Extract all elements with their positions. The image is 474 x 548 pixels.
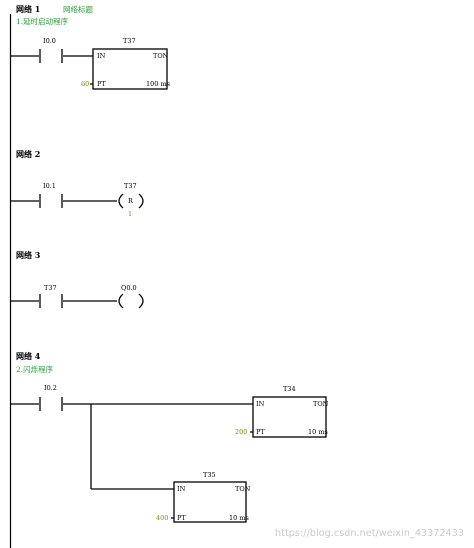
- coil-reset-op: R: [128, 197, 134, 205]
- timer-t35-pt-label: PT: [177, 514, 186, 522]
- coil-q0-0[interactable]: [118, 293, 144, 309]
- timer-t37-name: T37: [123, 37, 136, 45]
- network-1-title[interactable]: 网络标题: [63, 4, 93, 14]
- timer-t34-type: TON: [313, 400, 329, 408]
- contact-i0-0-address: I0.0: [43, 37, 56, 45]
- timer-t35-timebase: 10 ms: [229, 514, 249, 522]
- timer-t34-name: T34: [283, 385, 296, 393]
- network-1-comment[interactable]: 1.延时启动程序: [16, 16, 69, 26]
- timer-t34-box[interactable]: [252, 396, 327, 438]
- timer-t34-preset[interactable]: 200: [235, 428, 247, 436]
- watermark: https://blog.csdn.net/weixin_43372433: [275, 528, 464, 539]
- timer-t34-pt-label: PT: [256, 428, 265, 436]
- contact-i0-2[interactable]: [39, 397, 63, 411]
- timer-t37-pt-label: PT: [97, 80, 106, 88]
- network-1: 网络 1 网络标题 1.延时启动程序 I0.0 T37 IN TON PT 10…: [10, 4, 170, 90]
- coil-q0-0-address: Q0.0: [121, 284, 137, 292]
- contact-t37[interactable]: [39, 294, 63, 308]
- network-4: 网络 4 2.闪烁程序 I0.2 T34 IN TON PT 10 ms 200…: [10, 351, 329, 523]
- contact-i0-1-address: I0.1: [43, 182, 56, 190]
- contact-t37-address: T37: [44, 284, 57, 292]
- coil-reset-count[interactable]: 1: [128, 210, 132, 218]
- network-3: 网络 3 T37 Q0.0: [10, 250, 144, 309]
- timer-t35-box[interactable]: [173, 481, 247, 523]
- network-3-label: 网络 3: [16, 250, 41, 260]
- timer-t35-preset[interactable]: 400: [156, 514, 168, 522]
- timer-t37-preset[interactable]: 60: [81, 80, 89, 88]
- timer-t35-type: TON: [235, 485, 251, 493]
- contact-i0-1[interactable]: [39, 194, 63, 208]
- contact-i0-0[interactable]: [39, 49, 63, 63]
- timer-t37-in-label: IN: [97, 52, 106, 60]
- network-2-label: 网络 2: [16, 149, 40, 159]
- network-4-comment[interactable]: 2.闪烁程序: [16, 364, 54, 374]
- timer-t35-in-label: IN: [177, 485, 186, 493]
- timer-t37-type: TON: [153, 52, 169, 60]
- network-4-label: 网络 4: [16, 351, 41, 361]
- timer-t35-name: T35: [203, 471, 216, 479]
- coil-reset-t37[interactable]: [118, 193, 144, 209]
- coil-reset-address: T37: [124, 182, 137, 190]
- timer-t37-box[interactable]: [92, 48, 168, 90]
- timer-t37-timebase: 100 ms: [146, 80, 170, 88]
- contact-i0-2-address: I0.2: [44, 384, 57, 392]
- timer-t34-in-label: IN: [256, 400, 265, 408]
- network-1-label: 网络 1: [16, 4, 40, 14]
- timer-t34-timebase: 10 ms: [308, 428, 328, 436]
- network-2: 网络 2 I0.1 T37 R 1: [10, 149, 144, 218]
